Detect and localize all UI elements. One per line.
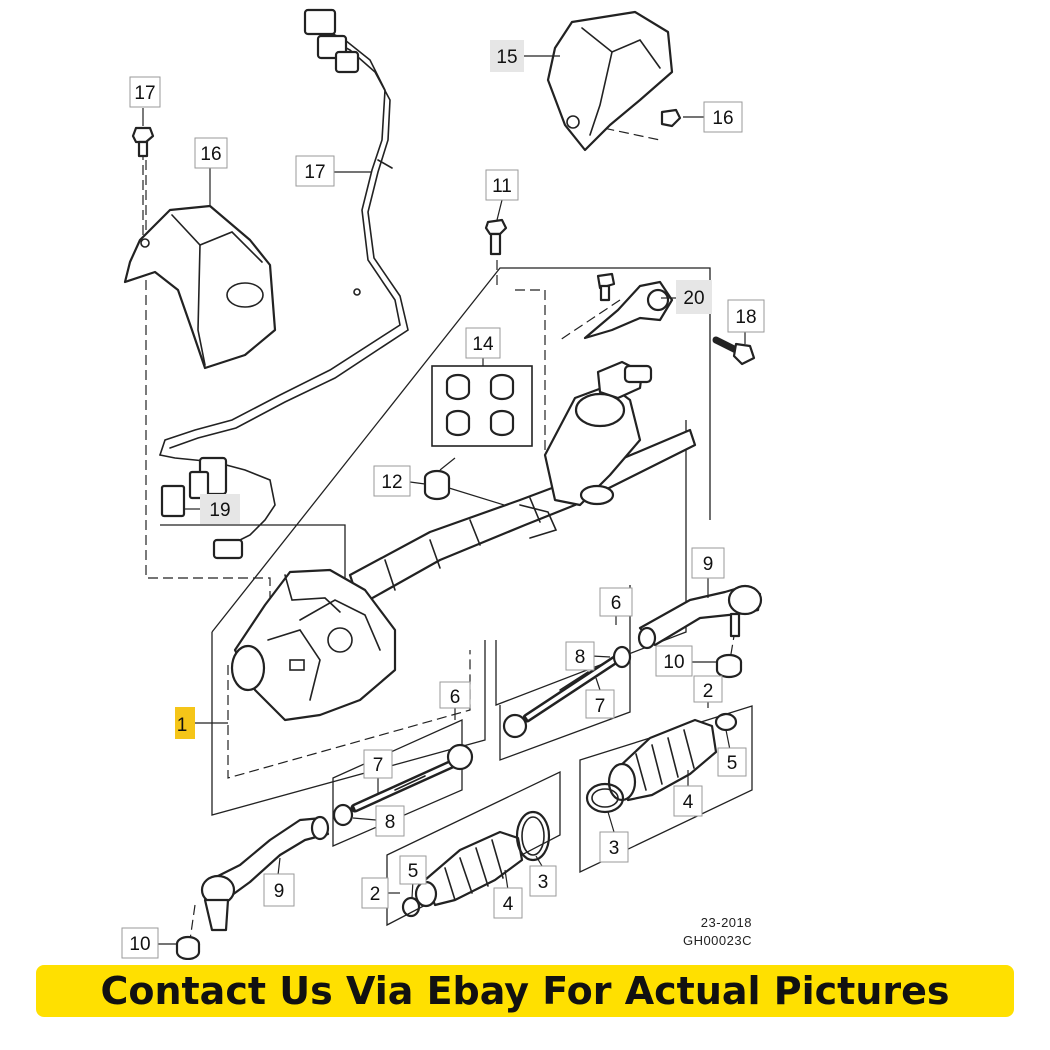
callout-19: 19	[209, 500, 230, 521]
nut-10-left	[175, 935, 201, 960]
callout-3-left: 3	[538, 872, 549, 893]
callout-7-right: 7	[595, 696, 606, 717]
callout-15: 16	[200, 144, 221, 165]
callout-3-right: 3	[609, 838, 620, 859]
bolt-18	[712, 336, 756, 366]
callout-16-right: 16	[712, 108, 733, 129]
bolt-16-left	[131, 126, 155, 158]
nut-10-right	[715, 653, 743, 679]
bracket-20	[583, 272, 674, 340]
contact-banner: Contact Us Via Ebay For Actual Pictures	[36, 965, 1014, 1017]
steering-rack-exploded-diagram: 17 16 17 15 16 11 14 12 20 18 19 1 9 10 …	[121, 8, 765, 960]
heat-shield-15	[123, 204, 277, 370]
callout-7-left: 7	[373, 755, 384, 776]
callout-1: 1	[177, 715, 188, 736]
callout-9-left: 9	[274, 881, 285, 902]
callout-4-right: 4	[683, 792, 694, 813]
inner-tie-rod-left-6	[350, 743, 474, 813]
callout-9-right: 9	[703, 554, 714, 575]
bushing-12	[423, 469, 541, 517]
nut-8-left	[332, 803, 354, 827]
callout-2-right: 2	[703, 681, 714, 702]
heat-shield-14	[546, 10, 674, 152]
callout-10-left: 10	[129, 934, 150, 955]
nut-8-right	[612, 645, 632, 669]
bolt-16-right	[660, 108, 682, 128]
diagram-code: GH00023C	[683, 933, 752, 948]
steering-rack-1	[230, 360, 697, 722]
callout-14: 15	[496, 47, 517, 68]
date-code: 23-2018	[701, 915, 752, 930]
callout-2-left: 2	[370, 884, 381, 905]
inner-tie-rod-right-6	[502, 653, 623, 739]
callout-5-left: 5	[408, 861, 419, 882]
callout-6-right: 6	[611, 593, 622, 614]
callout-18: 18	[735, 307, 756, 328]
clamp-left-3	[515, 810, 551, 862]
tie-rod-end-right-9	[637, 584, 763, 650]
callout-8-right: 8	[575, 647, 586, 668]
callout-6-left: 6	[450, 687, 461, 708]
connector-19	[159, 454, 276, 560]
boot-right-4	[607, 718, 718, 802]
clip-left-5	[401, 896, 421, 918]
callout-5-right: 5	[727, 753, 738, 774]
callout-10-right: 10	[663, 652, 684, 673]
callout-20: 20	[683, 288, 704, 309]
callout-8-left: 8	[385, 812, 396, 833]
callout-labels: 17 16 17 15 16 11 14 12 20 18 19 1 9 10 …	[121, 40, 765, 959]
bolt-11	[484, 218, 508, 256]
callout-11: 11	[492, 176, 512, 197]
callout-4-left: 4	[503, 894, 514, 915]
callout-16-left: 17	[134, 83, 155, 104]
callout-13: 14	[472, 334, 494, 355]
clip-right-5	[714, 712, 738, 732]
callout-12: 12	[381, 472, 402, 493]
bushings-13	[431, 365, 533, 471]
wiring-harness-17	[159, 8, 409, 456]
clamp-right-3	[585, 782, 625, 814]
callout-17: 17	[304, 162, 325, 183]
tie-rod-end-left-9	[200, 815, 330, 932]
banner-text: Contact Us Via Ebay For Actual Pictures	[100, 969, 950, 1013]
